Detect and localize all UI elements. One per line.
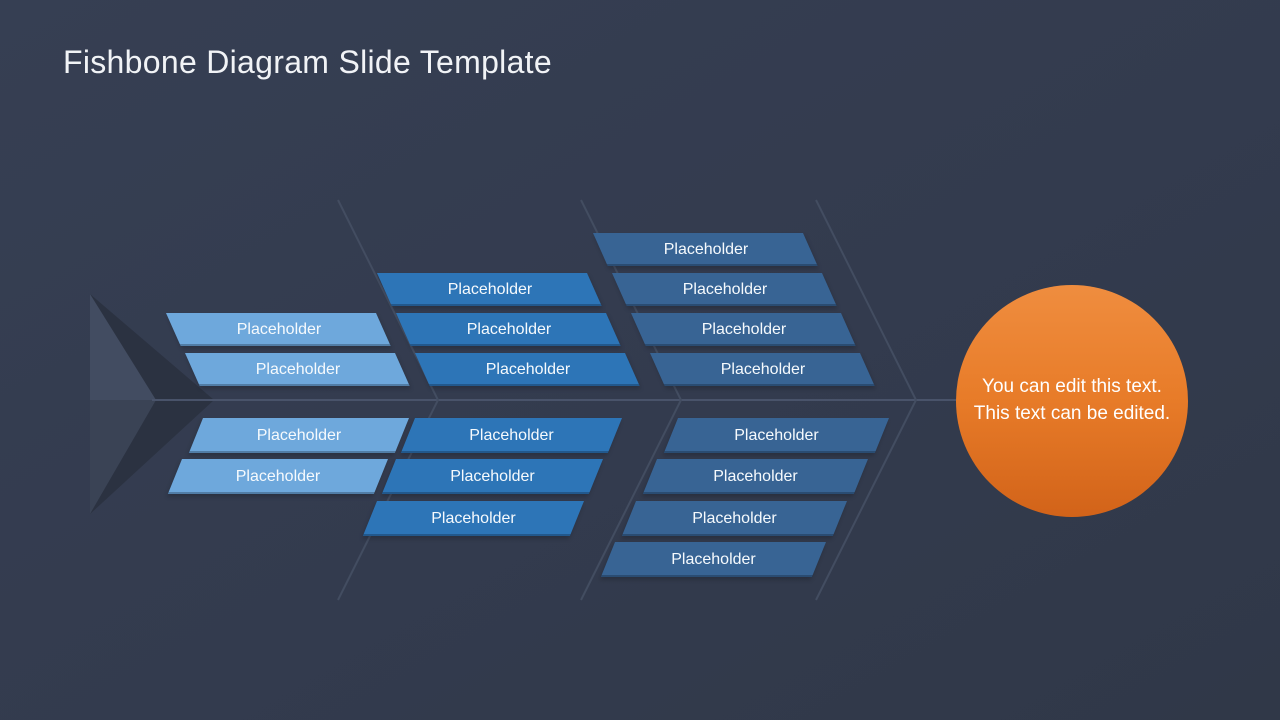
bar-label: Placeholder (236, 321, 322, 338)
fish-tail-lower (90, 400, 156, 514)
placeholder-bar[interactable]: Placeholder (377, 273, 602, 306)
bar-label: Placeholder (701, 321, 787, 338)
fish-tail-upper (90, 294, 156, 400)
bar-label: Placeholder (720, 361, 806, 378)
bar-label: Placeholder (447, 281, 533, 298)
bar-label: Placeholder (450, 468, 535, 485)
bar-label: Placeholder (734, 427, 819, 444)
placeholder-bar[interactable]: Placeholder (396, 313, 621, 346)
fish-head-text: You can edit this text. This text can be… (973, 376, 1171, 424)
bar-label: Placeholder (256, 427, 342, 444)
bone-line-2 (580, 199, 683, 601)
bar-label: Placeholder (466, 321, 552, 338)
placeholder-bar[interactable]: Placeholder (400, 418, 622, 453)
placeholder-bar[interactable]: Placeholder (185, 353, 410, 386)
bar-label: Placeholder (255, 361, 341, 378)
placeholder-bar[interactable]: Placeholder (600, 542, 826, 577)
placeholder-bar[interactable]: Placeholder (593, 233, 818, 266)
bar-label: Placeholder (663, 241, 749, 258)
placeholder-bar[interactable]: Placeholder (631, 313, 856, 346)
slide-title[interactable]: Fishbone Diagram Slide Template (63, 44, 552, 80)
bar-label: Placeholder (682, 281, 768, 298)
bar-label: Placeholder (671, 551, 756, 568)
bar-label: Placeholder (235, 468, 321, 485)
bar-label: Placeholder (431, 510, 516, 527)
placeholder-bar[interactable]: Placeholder (166, 313, 391, 346)
bar-label: Placeholder (485, 361, 571, 378)
placeholder-bar[interactable]: Placeholder (663, 418, 889, 453)
placeholder-bar[interactable]: Placeholder (362, 501, 584, 536)
bar-label: Placeholder (469, 427, 554, 444)
placeholder-bar[interactable]: Placeholder (167, 459, 388, 494)
bar-label: Placeholder (692, 510, 777, 527)
placeholder-bar[interactable]: Placeholder (612, 273, 837, 306)
fish-head[interactable]: You can edit this text. This text can be… (956, 285, 1188, 517)
placeholder-bar[interactable]: Placeholder (621, 501, 847, 536)
bar-label: Placeholder (713, 468, 798, 485)
bone-line-3 (815, 199, 918, 601)
placeholder-bar[interactable]: Placeholder (642, 459, 868, 494)
placeholder-bar[interactable]: Placeholder (650, 353, 875, 386)
placeholder-bar[interactable]: Placeholder (415, 353, 640, 386)
placeholder-bar[interactable]: Placeholder (381, 459, 603, 494)
placeholder-bar[interactable]: Placeholder (188, 418, 409, 453)
